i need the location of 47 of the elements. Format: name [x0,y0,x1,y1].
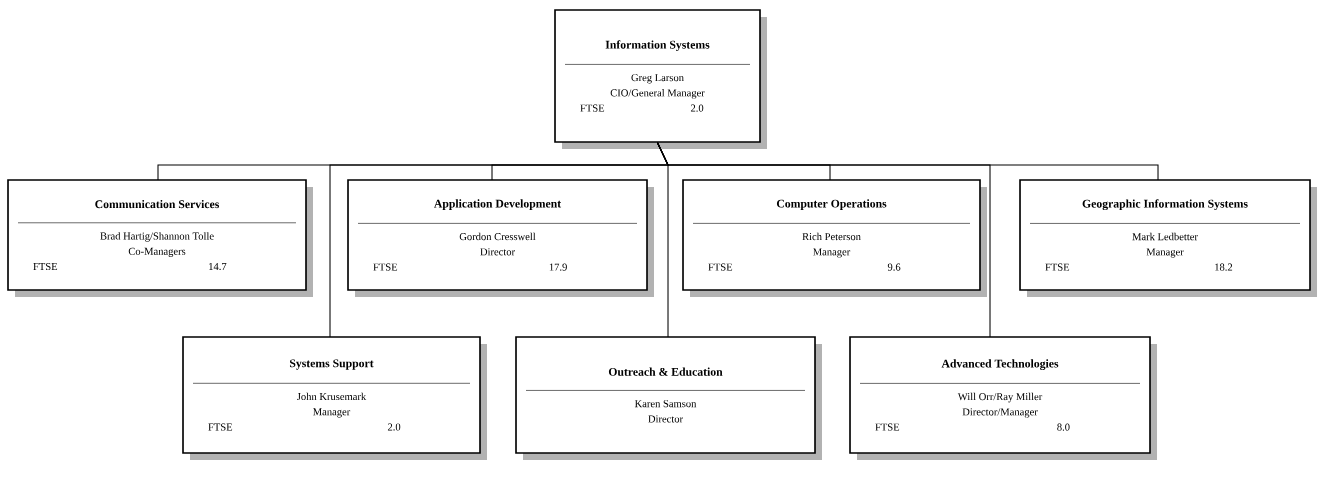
box-text: Mark Ledbetter [1132,232,1198,241]
metric-value: 8.0 [1057,423,1070,431]
box-text: Karen Samson [634,400,697,408]
box-text: Director/Manager [962,408,1038,418]
box-heading: Advanced Technologies [941,359,1059,370]
metric-label: FTSE [208,423,233,431]
metric-value: 9.6 [887,263,901,271]
box-text: Director [648,415,683,423]
org-box [849,336,1157,460]
metric-value: 2.0 [690,104,704,112]
org-box [347,179,654,297]
box-heading: Information Systems [605,40,710,52]
box-text: Manager [313,408,351,418]
metric-value: 14.7 [209,263,227,271]
metric-value: 17.9 [549,263,567,271]
metric-label: FTSE [373,263,398,271]
connector-line [657,142,991,338]
box-text: Rich Peterson [802,232,861,241]
org-box [7,179,313,297]
org-box [182,336,487,460]
box-text: Manager [1146,248,1184,258]
box-heading: Application Development [434,199,562,210]
metric-value: 18.2 [1215,263,1233,271]
metric-label: FTSE [580,104,605,112]
box-text: John Krusemark [297,392,367,401]
org-box [515,336,822,460]
box-text: Gordon Cresswell [459,232,536,241]
box-heading: Computer Operations [776,199,887,210]
box-text: Brad Hartig/Shannon Tolle [100,232,214,242]
box-heading: Communication Services [95,199,220,209]
box-text: Manager [813,248,851,258]
box-heading: Outreach & Education [608,367,723,376]
box-text: CIO/General Manager [610,89,705,99]
box-text: Greg Larson [631,74,684,84]
box-heading: Geographic Information Systems [1082,199,1248,211]
metric-label: FTSE [708,263,733,271]
metric-label: FTSE [1045,263,1070,271]
box-text: Co-Managers [128,247,186,257]
metric-label: FTSE [875,423,900,431]
metric-label: FTSE [33,262,58,271]
box-heading: Systems Support [290,359,374,370]
box-text: Will Orr/Ray Miller [957,392,1043,403]
box-text: Director [480,248,515,256]
org-box [682,179,987,297]
org-box [1019,179,1317,297]
org-box [554,9,767,149]
metric-value: 2.0 [387,423,401,431]
